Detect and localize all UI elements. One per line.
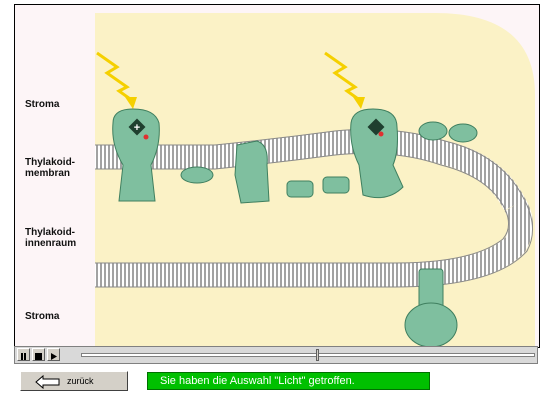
plastoquinone [181, 167, 213, 183]
pause-button[interactable] [17, 348, 30, 361]
label-thylakoid-lumen: Thylakoid- innenraum [25, 227, 76, 249]
atp-synthase-head [405, 303, 457, 347]
progress-track[interactable] [81, 353, 535, 357]
stop-icon [33, 349, 44, 360]
playback-controls [14, 346, 538, 364]
stop-button[interactable] [32, 348, 45, 361]
play-button[interactable] [47, 348, 60, 361]
ferredoxin-2 [449, 124, 477, 142]
back-button-label: zurück [67, 376, 94, 386]
thylakoid-diagram: + [15, 5, 539, 347]
back-button[interactable]: zurück [20, 371, 128, 391]
lumen-interior [95, 161, 535, 267]
left-edge [0, 4, 4, 394]
pause-icon [18, 349, 29, 360]
ferredoxin-1 [419, 122, 447, 140]
svg-text:+: + [134, 122, 140, 134]
back-arrow-icon [33, 373, 63, 389]
animation-stage: + Stroma Thylakoid- membran Thylakoid- i… [14, 4, 540, 348]
progress-thumb[interactable] [316, 349, 319, 361]
play-icon [48, 349, 59, 360]
cytochrome-complex [235, 141, 269, 203]
label-stroma-top: Stroma [25, 99, 59, 110]
plastocyanin-2 [323, 177, 349, 193]
status-message: Sie haben die Auswahl "Licht" getroffen. [147, 372, 430, 390]
label-stroma-bottom: Stroma [25, 311, 59, 322]
plastocyanin-1 [287, 181, 313, 197]
label-thylakoid-membrane: Thylakoid- membran [25, 157, 75, 179]
